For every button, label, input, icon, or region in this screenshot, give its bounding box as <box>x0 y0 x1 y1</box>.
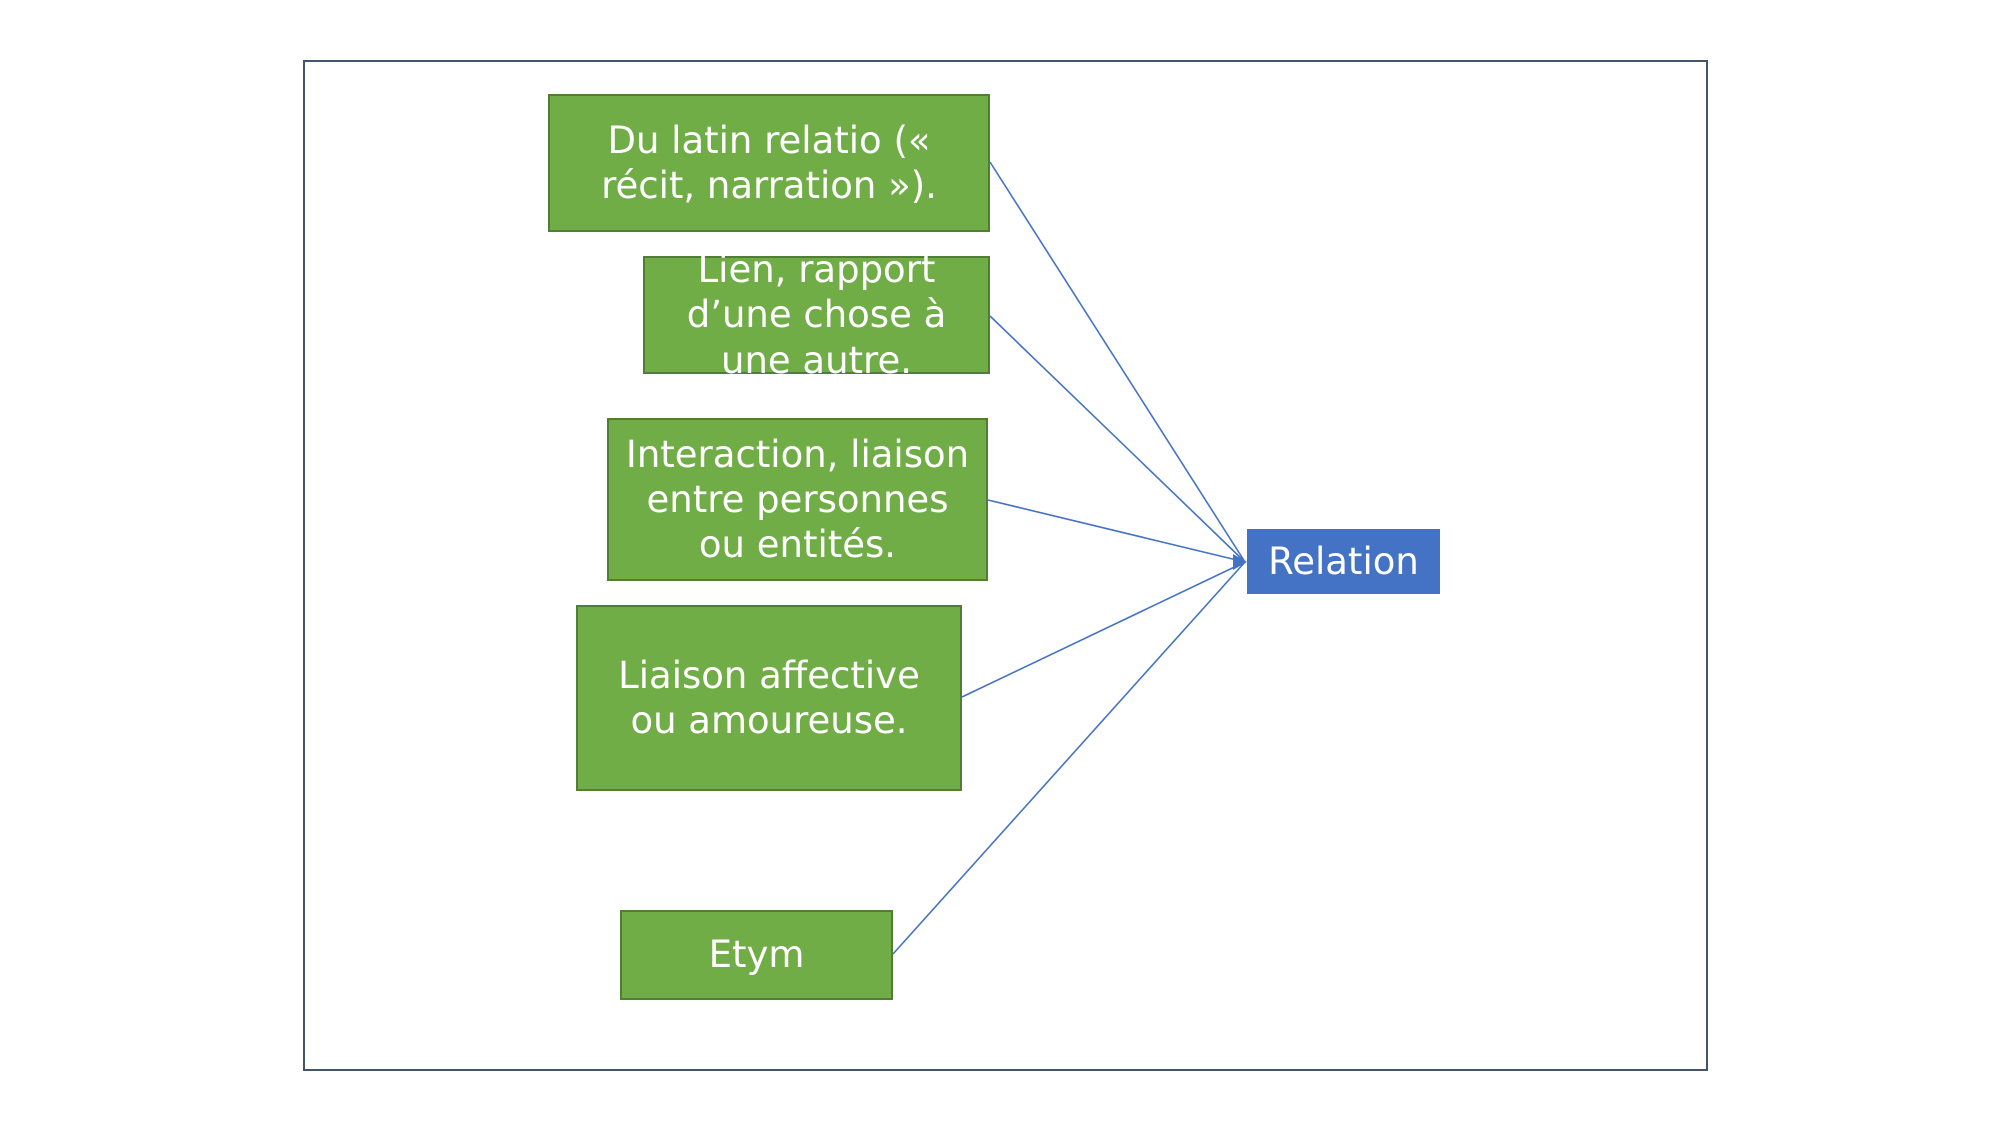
definition-link: Lien, rapport d’une chose à une autre. <box>643 248 990 382</box>
definition-etymology-latin: Du latin relatio (« récit, narration »). <box>548 94 990 232</box>
definition-etym-text: Etym <box>708 933 805 977</box>
connector-5 <box>892 561 1246 955</box>
diagram-frame <box>303 60 1708 1071</box>
definition-affective: Liaison affective ou amoureuse. <box>576 605 962 791</box>
connector-1 <box>989 161 1246 563</box>
connector-arrowhead <box>1233 554 1247 570</box>
connector-3 <box>987 499 1246 563</box>
definition-etym: Etym <box>620 910 893 1000</box>
definition-link-text: Lien, rapport d’une chose à une autre. <box>686 248 947 382</box>
connector-4 <box>961 561 1246 698</box>
central-node-relation: Relation <box>1247 529 1440 594</box>
definition-interaction: Interaction, liaison entre personnes ou … <box>607 418 988 581</box>
definition-interaction-text: Interaction, liaison entre personnes ou … <box>625 432 970 567</box>
definition-affective-text: Liaison affective ou amoureuse. <box>618 653 920 742</box>
central-node-label: Relation <box>1268 539 1419 583</box>
connector-2 <box>989 315 1246 563</box>
definition-etymology-latin-text: Du latin relatio (« récit, narration »). <box>601 118 937 207</box>
